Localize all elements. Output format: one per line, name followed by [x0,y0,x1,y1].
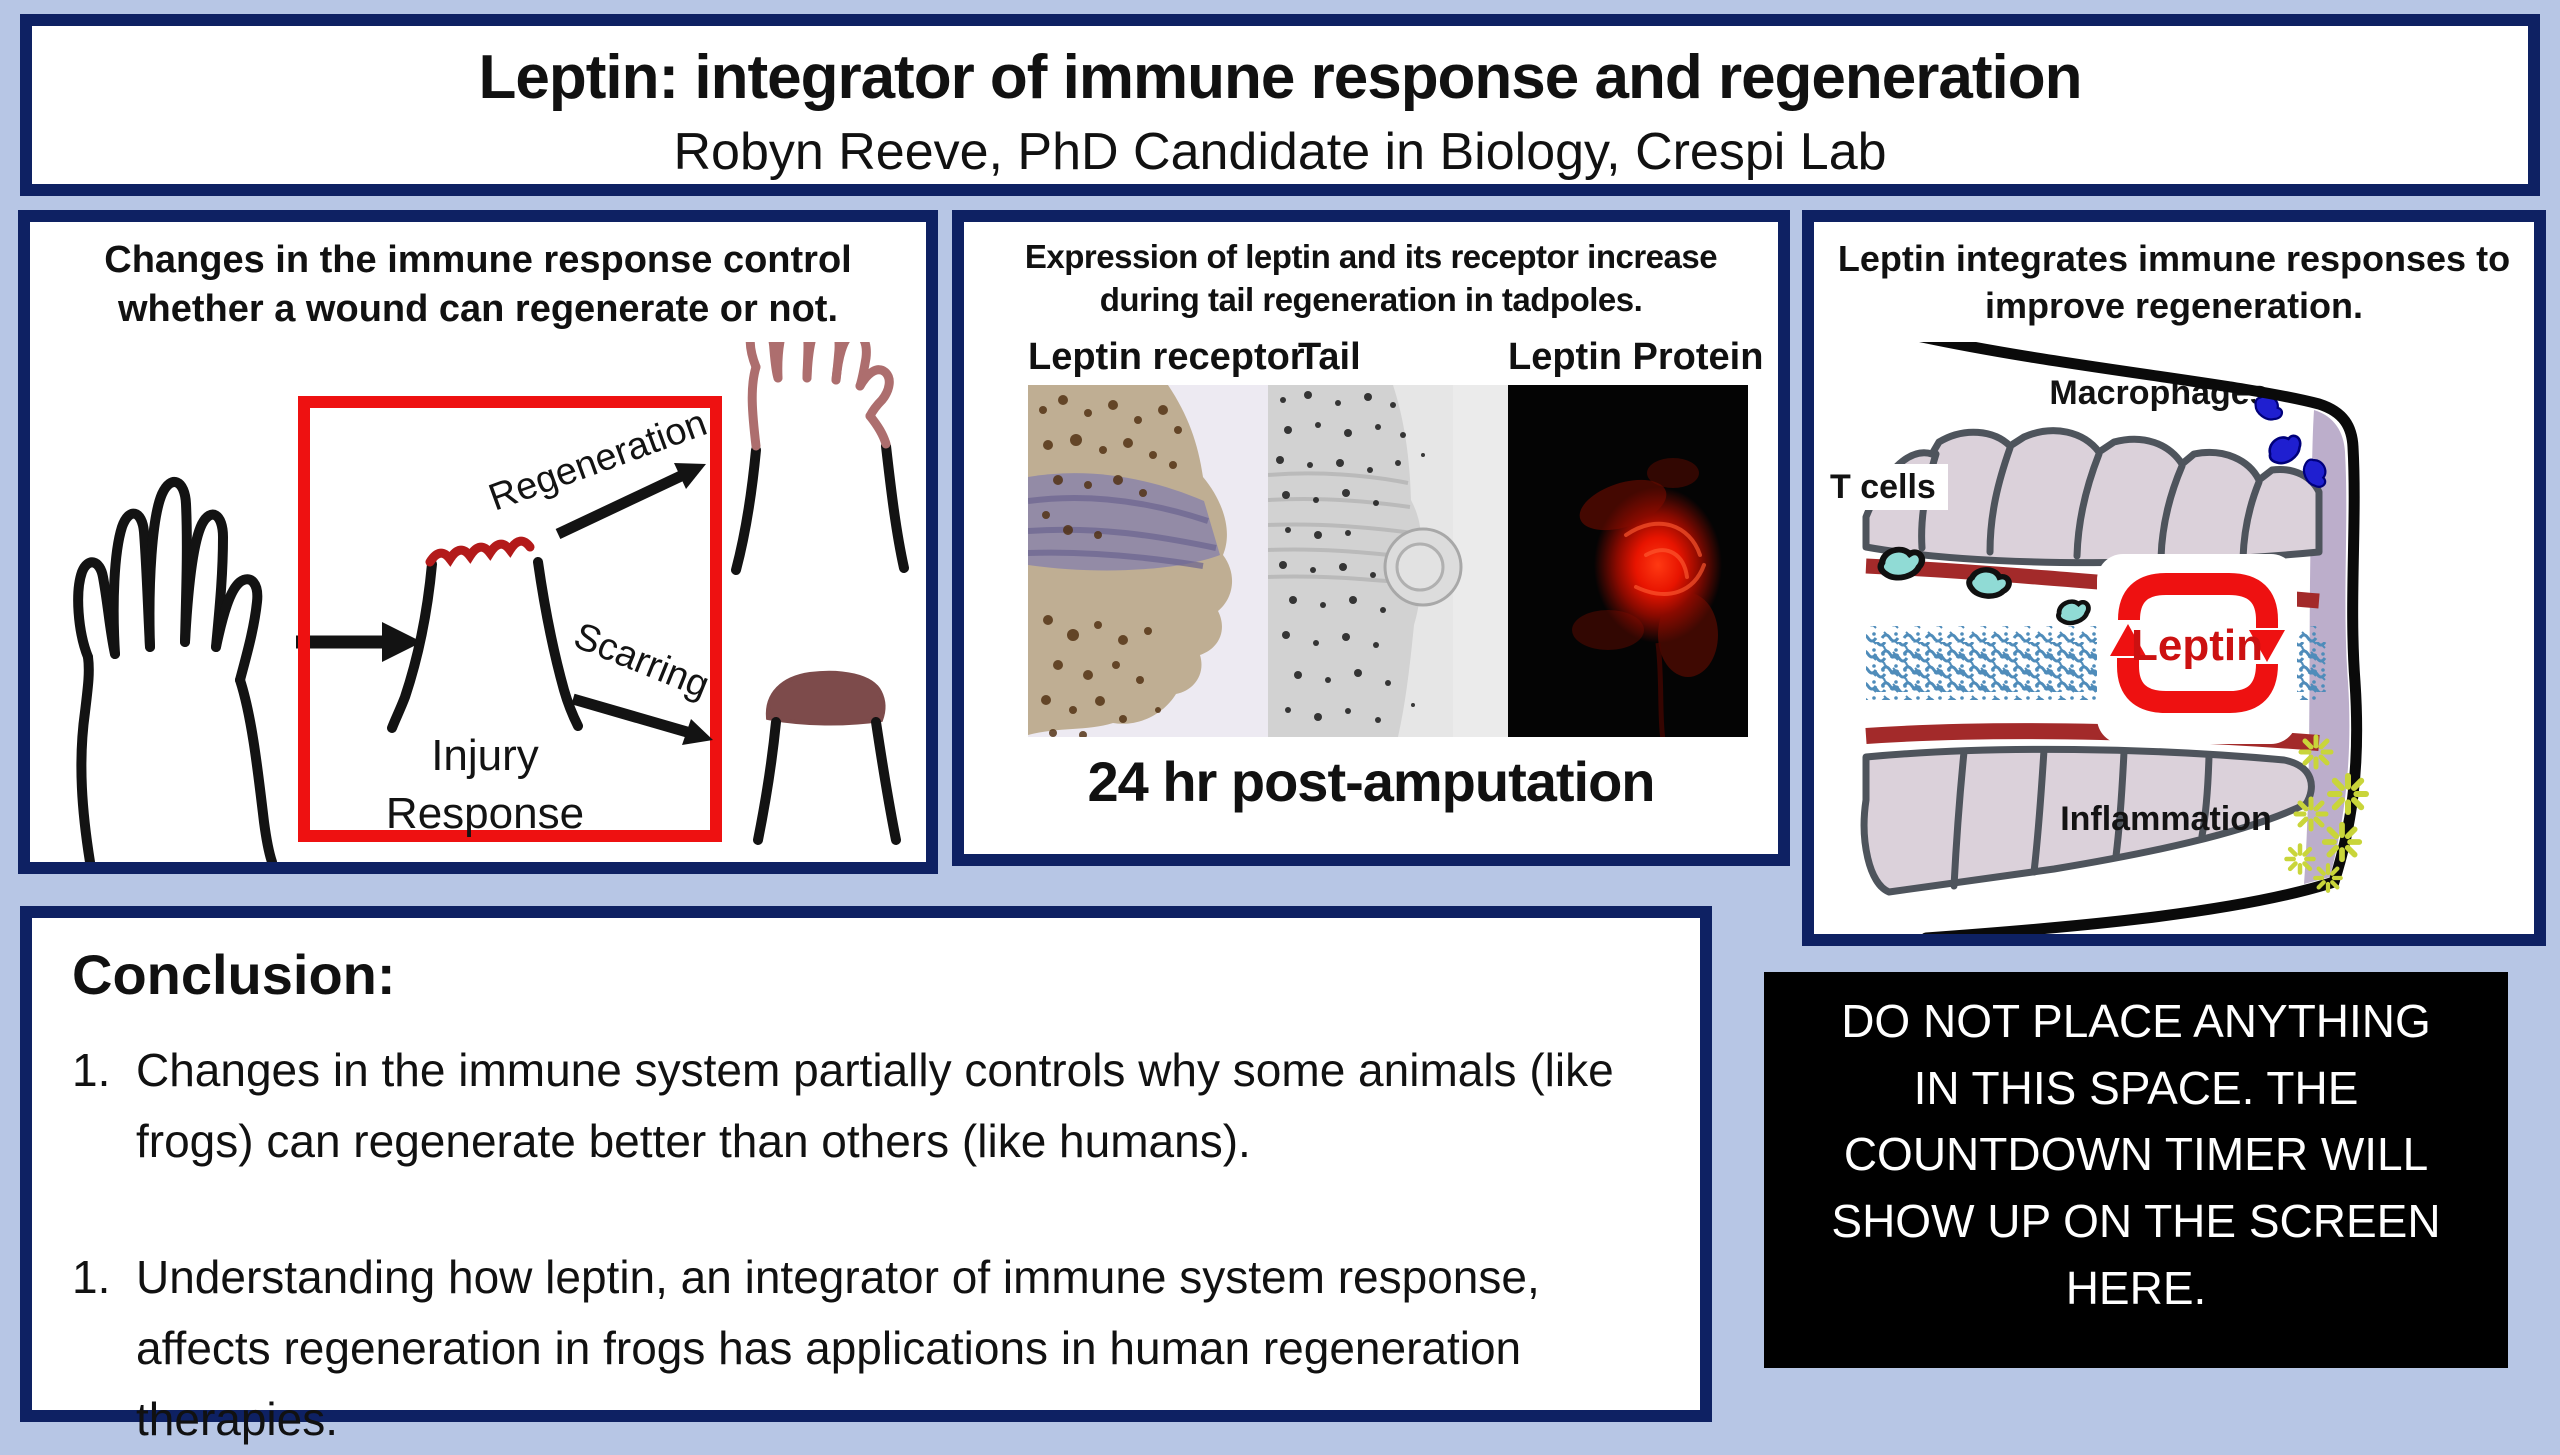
image-labels-row: Leptin receptor Tail Leptin Protein [1028,335,1764,379]
hand-drawing-icon [73,477,277,862]
conclusion-item-2: 1. Understanding how leptin, an integrat… [72,1250,1540,1446]
right-panel-heading: Leptin integrates immune responses to im… [1837,238,2511,326]
wound-response-diagram: Injury Response Regeneration Scarring [73,342,909,862]
leptin-cycle: Leptin [2097,554,2297,744]
panel-expression: Expression of leptin and its receptor in… [952,210,1790,866]
t-cells-label-bg [1822,464,1948,510]
scarred-stump-icon [753,670,901,845]
leptin-protein-micrograph [1508,384,1748,737]
arrow-right-icon [296,622,422,662]
regeneration-label: Regeneration [484,402,713,520]
panel-leptin-integration: Leptin integrates immune responses to im… [1802,210,2546,946]
scarring-label: Scarring [568,615,715,707]
timer-placeholder-notice: DO NOT PLACE ANYTHING IN THIS SPACE. THE… [1764,972,2508,1368]
poster-author: Robyn Reeve, PhD Candidate in Biology, C… [673,123,1887,182]
tail-cross-section-diagram: T cells Macrophages [1822,342,2534,934]
middle-panel-heading: Expression of leptin and its receptor in… [1024,238,1718,318]
conclusion-box: Conclusion: 1. Changes in the immune sys… [20,906,1712,1445]
injury-label-line2: Response [386,789,584,838]
scarring-arrow-icon [571,693,713,745]
conclusion-heading: Conclusion: [72,943,396,1006]
conclusion-item-1: 1. Changes in the immune system partiall… [72,1044,1614,1168]
leptin-receptor-micrograph [1028,384,1268,737]
inflammation-label: Inflammation [2060,800,2272,838]
microscopy-image-strip [1028,384,1748,737]
middle-panel-caption: 24 hr post-amputation [1087,749,1655,813]
panel-immune-response: Changes in the immune response control w… [18,210,938,874]
regeneration-arrow-icon [555,463,706,539]
muscle-segments-lower [1860,745,2315,896]
label-leptin-receptor: Leptin receptor [1028,335,1305,378]
t-cells-label: T cells [1830,468,1936,506]
tail-outline [1919,342,2363,934]
poster-title: Leptin: integrator of immune response an… [478,43,2083,112]
amputated-stump-icon [387,536,583,733]
label-leptin-protein: Leptin Protein [1508,335,1764,378]
title-box: Leptin: integrator of immune response an… [20,14,2540,196]
injury-response-box [298,396,722,842]
injury-label-line1: Injury [431,731,539,780]
leptin-arrowhead-down [2249,630,2285,662]
regenerated-hand-icon [731,342,909,575]
left-panel-heading: Changes in the immune response control w… [104,239,852,331]
label-tail: Tail [1298,335,1361,378]
tail-micrograph [1268,384,1508,737]
leptin-label: Leptin [2131,621,2263,670]
leptin-arrowhead-up [2110,624,2146,656]
